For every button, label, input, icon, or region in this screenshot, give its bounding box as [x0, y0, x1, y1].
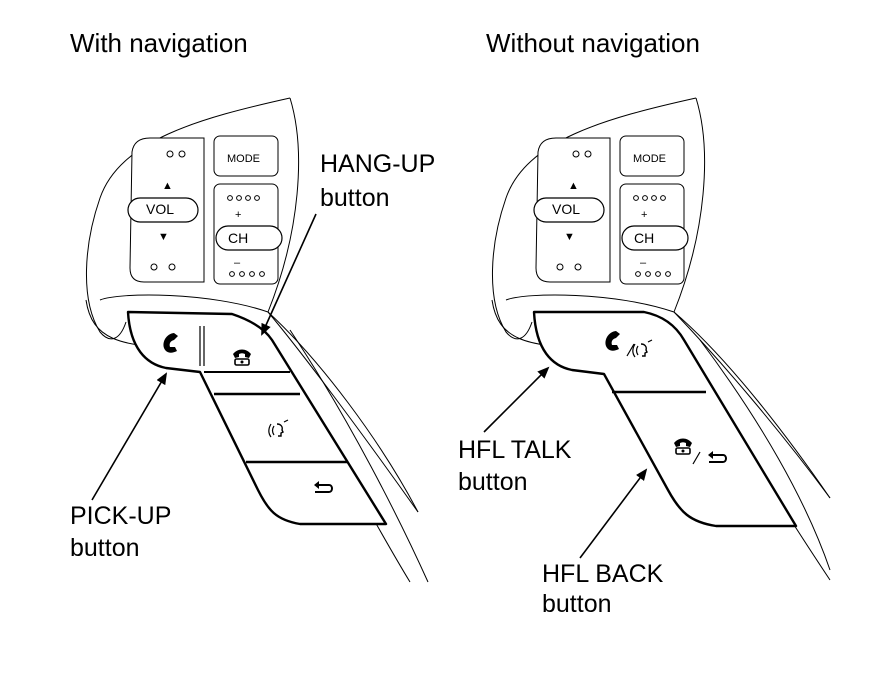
right-hfl-talk-button[interactable] [605, 331, 653, 358]
pick-up-pointer [91, 372, 168, 501]
left-ch-label[interactable]: CH [228, 230, 248, 246]
left-vol-down-icon[interactable]: ▼ [158, 231, 169, 243]
left-panel: With navigation MODE ▲ VOL ▼ + CH – [70, 28, 435, 583]
hang-up-callout-line1: HANG-UP [320, 150, 435, 178]
pick-up-callout-line2: button [70, 534, 140, 562]
left-vol-label[interactable]: VOL [146, 201, 174, 217]
hfl-talk-callout-line1: HFL TALK [458, 436, 572, 464]
left-vol-up-icon[interactable]: ▲ [162, 180, 173, 192]
right-ch-plus[interactable]: + [641, 209, 647, 221]
pick-up-callout-line1: PICK-UP [70, 502, 171, 530]
right-hfl-back-button[interactable] [673, 437, 727, 465]
right-ch-label[interactable]: CH [634, 230, 654, 246]
hfl-back-callout-line2: button [542, 590, 612, 618]
hfl-back-callout-line1: HFL BACK [542, 560, 664, 588]
right-caption: Without navigation [486, 28, 700, 58]
left-wheel-outline [86, 97, 291, 340]
left-ch-plus[interactable]: + [235, 209, 241, 221]
left-mode-label[interactable]: MODE [227, 153, 260, 165]
right-vol-up-icon[interactable]: ▲ [568, 180, 579, 192]
hang-up-pointer [261, 213, 317, 336]
right-mode-label[interactable]: MODE [633, 153, 666, 165]
left-caption: With navigation [70, 28, 248, 58]
hfl-back-pointer [579, 468, 648, 559]
left-phone-cluster-outline [126, 310, 388, 526]
left-ch-minus[interactable]: – [234, 257, 241, 269]
right-panel: Without navigation MODE ▲ VOL ▼ + CH – H… [458, 28, 831, 618]
right-ch-minus[interactable]: – [640, 257, 647, 269]
right-phone-cluster-outline [532, 310, 798, 528]
hang-up-callout-line2: button [320, 184, 390, 212]
hfl-talk-pointer [483, 366, 550, 433]
hfl-talk-callout-line2: button [458, 468, 528, 496]
right-vol-down-icon[interactable]: ▼ [564, 231, 575, 243]
right-vol-label[interactable]: VOL [552, 201, 580, 217]
right-wheel-outline [492, 97, 697, 340]
